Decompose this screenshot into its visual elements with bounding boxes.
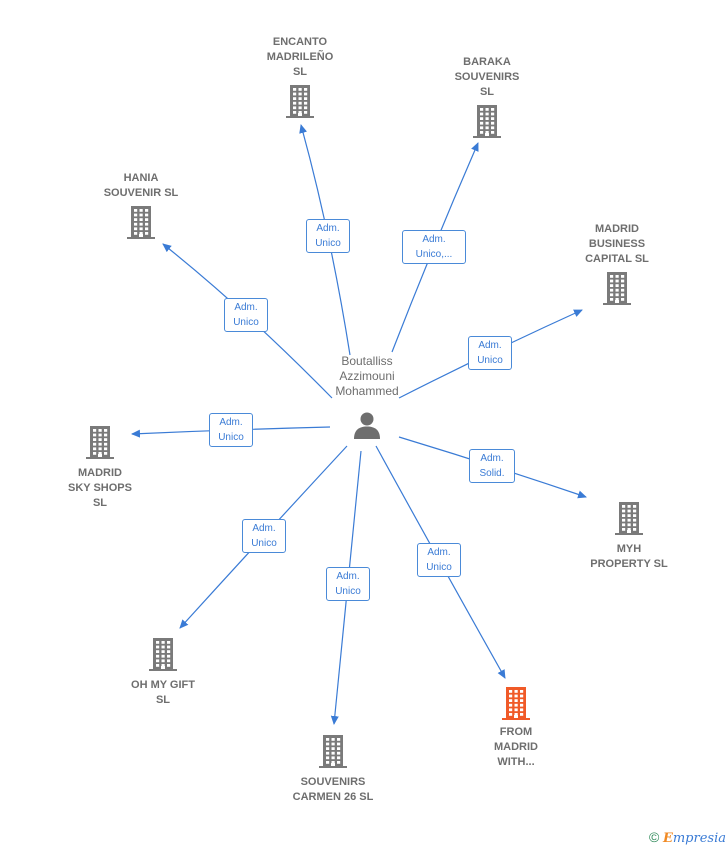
edge-label-from-madrid[interactable]: Adm. Unico xyxy=(417,543,461,577)
building-icon xyxy=(473,105,501,138)
edge-label-myh[interactable]: Adm. Solid. xyxy=(469,449,515,483)
company-name-oh-my-gift[interactable]: OH MY GIFT SL xyxy=(131,679,195,706)
edge-label-encanto[interactable]: Adm. Unico xyxy=(306,219,350,253)
edge-label-madrid-business[interactable]: Adm. Unico xyxy=(468,336,512,370)
company-name-myh[interactable]: MYH PROPERTY SL xyxy=(590,543,668,570)
building-icon xyxy=(319,735,347,768)
company-node-myh[interactable] xyxy=(613,500,645,541)
company-node-hania[interactable] xyxy=(125,204,157,245)
edge-label-oh-my-gift[interactable]: Adm. Unico xyxy=(242,519,286,553)
building-icon xyxy=(149,638,177,671)
edge-label-souvenirs-carmen[interactable]: Adm. Unico xyxy=(326,567,370,601)
building-icon xyxy=(286,85,314,118)
person-icon xyxy=(354,412,380,439)
company-name-hania[interactable]: HANIA SOUVENIR SL xyxy=(103,172,179,199)
person-name[interactable]: Boutalliss Azzimouni Mohammed xyxy=(335,354,399,398)
building-icon xyxy=(86,426,114,459)
building-icon xyxy=(127,206,155,239)
edge-label-madrid-sky[interactable]: Adm. Unico xyxy=(209,413,253,447)
brand-initial: E xyxy=(662,831,673,846)
building-icon xyxy=(603,272,631,305)
edge-label-baraka[interactable]: Adm. Unico,... xyxy=(402,230,466,264)
company-node-from-madrid[interactable] xyxy=(500,685,532,726)
building-icon xyxy=(502,687,530,720)
company-name-encanto[interactable]: ENCANTO MADRILEÑO SL xyxy=(266,36,334,78)
company-node-madrid-business[interactable] xyxy=(601,270,633,311)
company-node-baraka[interactable] xyxy=(471,103,503,144)
company-name-from-madrid[interactable]: FROM MADRID WITH... xyxy=(494,726,538,768)
company-node-encanto[interactable] xyxy=(284,83,316,124)
person-node[interactable] xyxy=(352,410,382,445)
company-name-madrid-sky[interactable]: MADRID SKY SHOPS SL xyxy=(68,467,132,509)
brand-name: mpresia xyxy=(672,831,726,846)
company-node-oh-my-gift[interactable] xyxy=(147,636,179,677)
building-icon xyxy=(615,502,643,535)
edge-label-hania[interactable]: Adm. Unico xyxy=(224,298,268,332)
copyright-symbol: © xyxy=(648,829,660,845)
company-name-souvenirs-carmen[interactable]: SOUVENIRS CARMEN 26 SL xyxy=(292,776,374,803)
footer-brand: © Empresia xyxy=(649,829,726,846)
company-name-baraka[interactable]: BARAKA SOUVENIRS SL xyxy=(454,56,520,98)
company-node-madrid-sky[interactable] xyxy=(84,424,116,465)
company-node-souvenirs-carmen[interactable] xyxy=(317,733,349,774)
company-name-madrid-business[interactable]: MADRID BUSINESS CAPITAL SL xyxy=(585,223,649,265)
